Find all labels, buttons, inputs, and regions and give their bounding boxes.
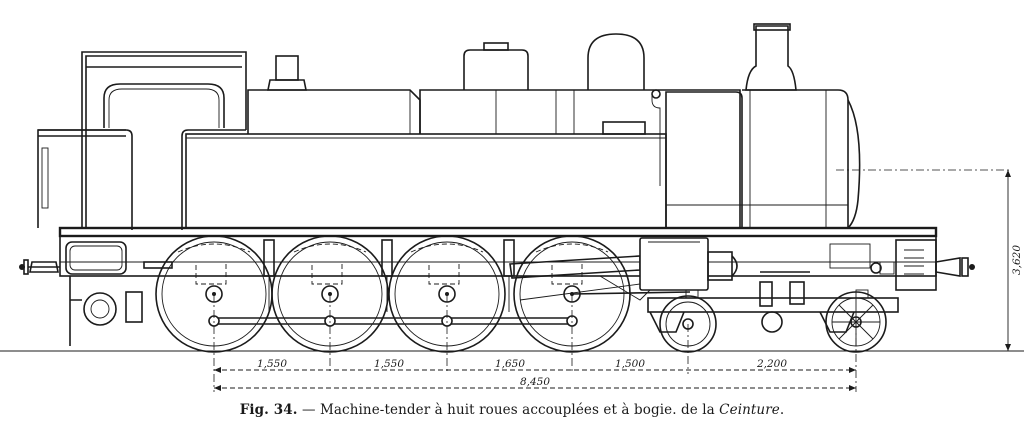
caption-text: — Machine-tender à huit roues accouplées…: [301, 402, 715, 418]
front-frame-details: [759, 243, 895, 307]
spring-hangers: [262, 239, 516, 312]
rear-step: [69, 276, 143, 346]
dim-spacing-3: 1,650: [495, 358, 525, 370]
coal-bunker: [37, 129, 126, 228]
chimney: [745, 23, 797, 91]
boiler: [247, 89, 861, 229]
figure-label: Fig. 34.: [239, 402, 298, 418]
dim-height: 3,620: [1011, 245, 1023, 275]
caption-period: .: [779, 402, 785, 418]
boiler-fittings: [267, 33, 661, 186]
locomotive-drawing: 1,550 1,550 1,650 1,500 2,200 8,450 3,62…: [0, 23, 1024, 392]
dim-spacing-2: 1,550: [374, 358, 404, 370]
cylinder: [639, 237, 738, 291]
dim-wheelbase-total: 8,450: [520, 376, 550, 388]
figure-caption: Fig. 34. — Machine-tender à huit roues a…: [0, 402, 1024, 418]
dimension-lines: [213, 169, 1012, 392]
frame: [58, 226, 938, 291]
dim-spacing-1: 1,550: [257, 358, 287, 370]
coupling-rod: [208, 315, 578, 327]
railway-name: Ceinture: [719, 402, 780, 418]
side-tank: [185, 121, 667, 229]
rear-buffer: [19, 259, 60, 275]
counterweights: [177, 243, 609, 285]
front-buffer: [904, 249, 975, 277]
dim-spacing-5: 2,200: [756, 358, 787, 370]
cab: [38, 51, 247, 230]
dim-spacing-4: 1,500: [615, 358, 645, 370]
